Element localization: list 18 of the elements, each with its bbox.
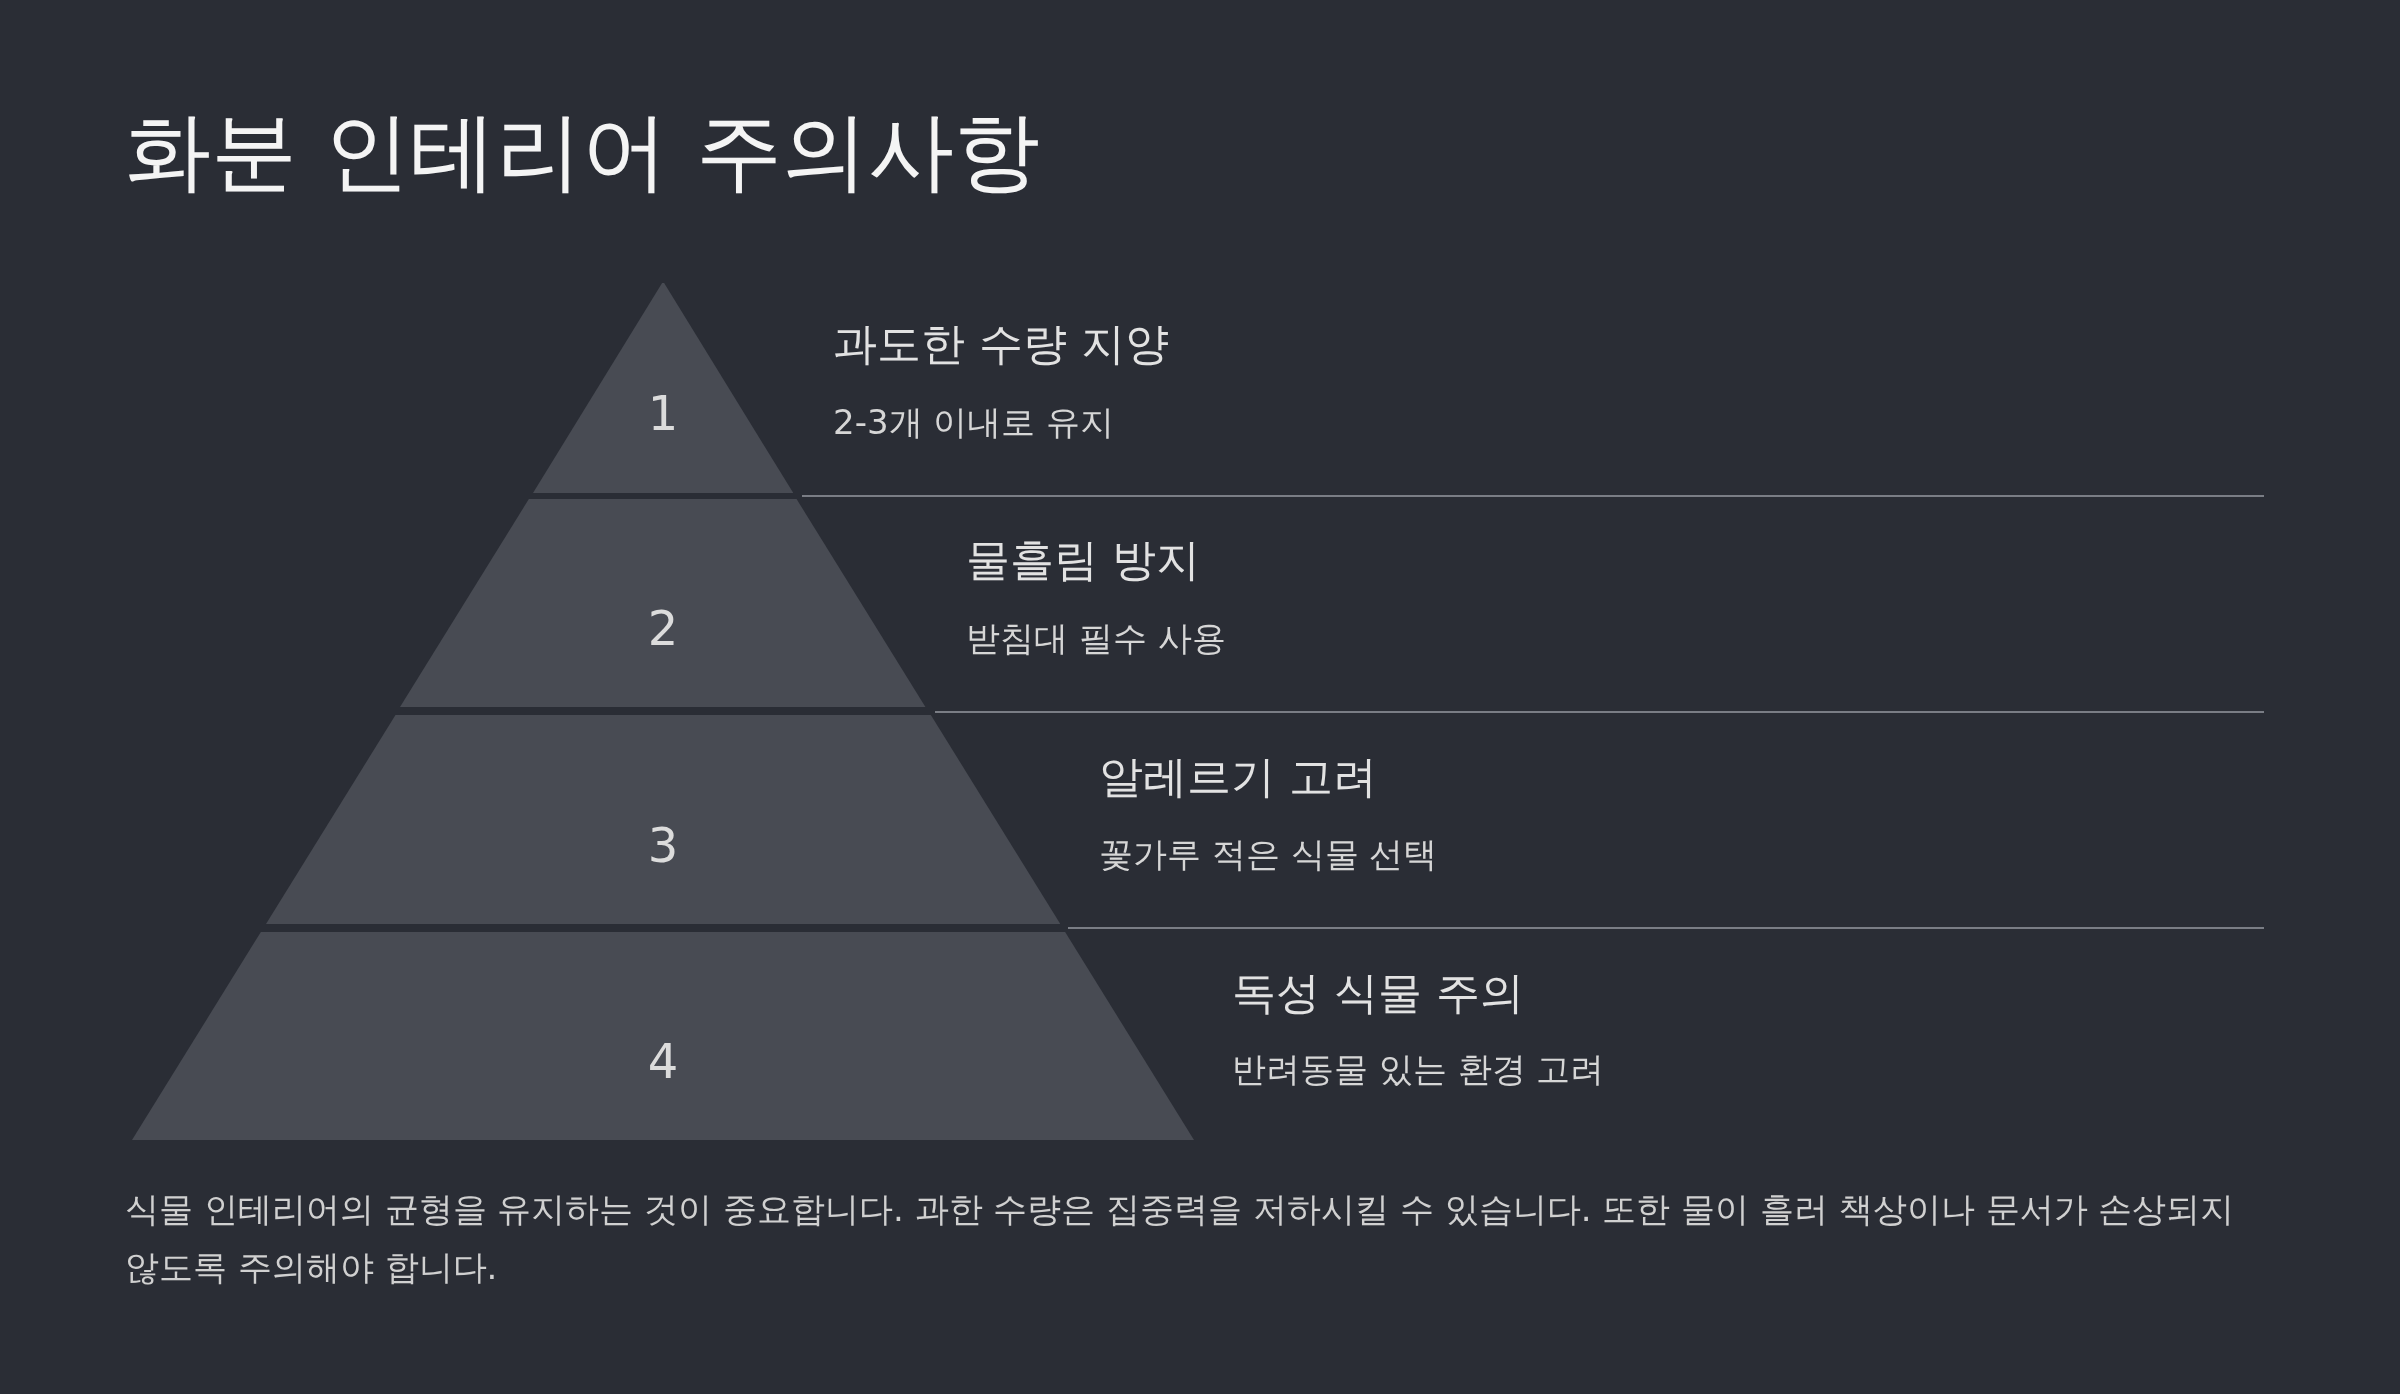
step-heading: 과도한 수량 지양 xyxy=(833,322,1169,366)
band-number: 1 xyxy=(646,389,680,438)
step-heading: 독성 식물 주의 xyxy=(1232,971,1524,1015)
band-number: 2 xyxy=(646,603,680,652)
band-number: 4 xyxy=(646,1036,680,1085)
pyramid-band xyxy=(132,932,1194,1140)
pyramid-band xyxy=(265,715,1061,924)
step-description: 반려동물 있는 환경 고려 xyxy=(1232,1052,1605,1086)
caption: 식물 인테리어의 균형을 유지하는 것이 중요합니다. 과한 수량은 집중력을 저하시킬 수 있습니다. 또한 물이 흘러 책상이나 문서가 손상되지 않도록 주의해야 합니다. xyxy=(125,1188,2236,1289)
step-heading: 알레르기 고려 xyxy=(1099,755,1377,799)
pyramid-band xyxy=(400,499,926,707)
step-description: 받침대 필수 사용 xyxy=(966,621,1226,655)
step-description: 2-3개 이내로 유지 xyxy=(833,405,1115,439)
step-heading: 물흘림 방지 xyxy=(966,538,1200,582)
title: 화분 인테리어 주의사항 xyxy=(125,100,1040,203)
band-number: 3 xyxy=(646,820,680,869)
step-description: 꽃가루 적은 식물 선택 xyxy=(1099,837,1438,871)
pyramid-band xyxy=(532,283,794,493)
